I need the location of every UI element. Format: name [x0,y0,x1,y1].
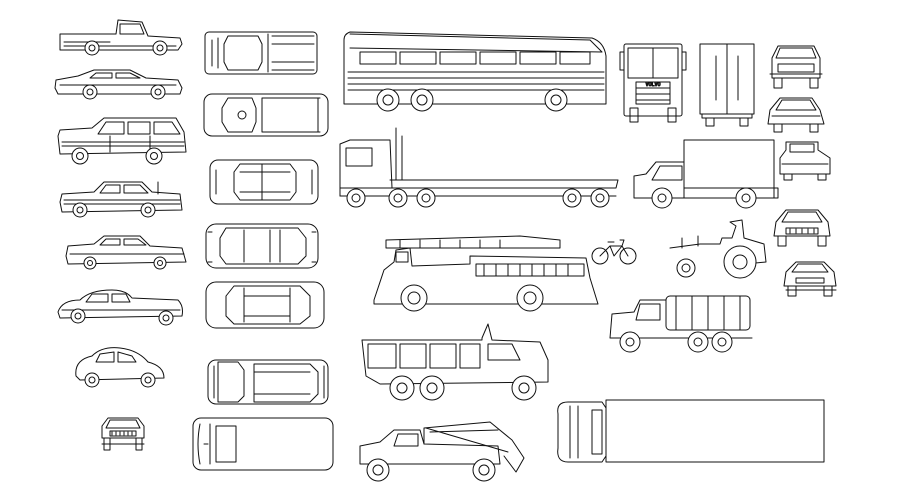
sedan-top-1 [209,159,319,205]
classic-car-side [57,289,183,326]
car-front-view-small [101,417,145,451]
truck-grille-label: VOLVO [645,82,660,88]
sedan-top-4 [207,359,329,405]
military-cargo-truck-side [609,295,753,353]
dump-truck-side [361,323,549,401]
sedan-side-1 [59,181,183,218]
semi-trailer-top [557,399,825,463]
box-truck-rear [699,43,755,127]
beetle-side [75,347,165,388]
van-top [192,417,334,471]
pickup-truck-side [59,19,183,56]
pickup-truck-front [769,45,823,89]
bus-side [343,31,607,112]
pickup-truck-top [204,31,318,75]
fire-truck-side [373,235,599,312]
sedan-side-2 [65,235,187,270]
sedan-front-view-2 [783,261,837,297]
box-truck-side [633,139,779,209]
sedan-front-view-1 [773,209,831,247]
suv-side [57,117,187,165]
coupe-side [54,69,183,100]
sedan-top-3 [205,281,325,329]
semi-flatbed-truck-side [339,127,619,208]
semi-truck-front: VOLVO [619,43,687,123]
bicycle [591,239,637,265]
snowplow-truck-side [359,421,525,482]
sedan-rear-view [767,97,825,133]
wagon-top [203,93,329,137]
sedan-top-2 [205,223,319,269]
pickup-truck-rear [779,141,831,181]
tractor-side [669,219,767,279]
